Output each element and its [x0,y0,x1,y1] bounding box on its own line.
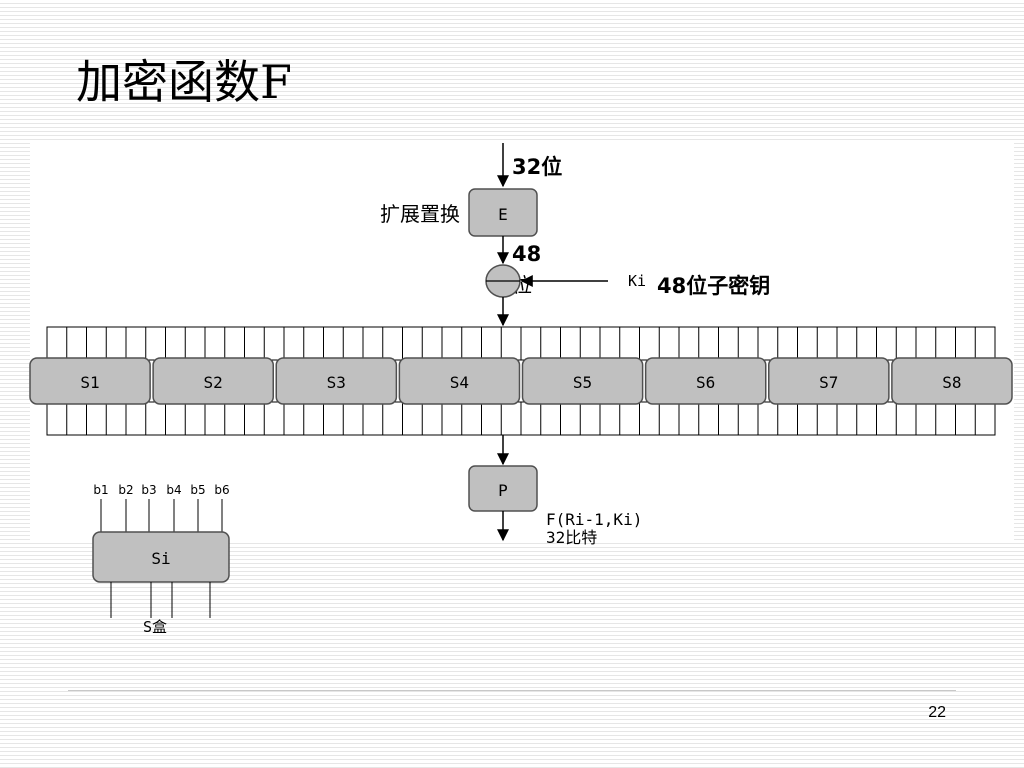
output-label-1: F(Ri-1,Ki) [546,510,642,529]
sbox-label: S5 [573,373,592,392]
e-box-label: E [498,205,508,224]
sbox-rect [891,357,1013,405]
sbox-rect [644,357,767,405]
si-input-label: b2 [118,483,133,497]
si-input-label: b6 [214,483,229,497]
si-inputs: b1 b2 b3 b4 b5 b6 [93,483,230,532]
si-input-label: b1 [93,483,108,497]
sbox-rect [275,357,398,405]
sbox-label: S3 [327,373,346,392]
sbox-rect [521,357,644,405]
si-box [92,531,230,583]
sbox-label: S1 [80,373,99,392]
expansion-label: 扩展置换 [380,202,460,226]
sbox-rect [398,357,521,405]
sbox-label: S2 [204,373,223,392]
sbox-4: S4 [398,357,521,405]
page-number: 22 [928,704,946,721]
sbox-6: S6 [644,357,767,405]
sbox-5: S5 [521,357,644,405]
si-input-label: b5 [190,483,205,497]
si-input-label: b4 [166,483,181,497]
output-label-2: 32比特 [546,528,597,547]
si-outputs [110,582,211,618]
sbox-rect [29,357,151,405]
sbox-label: S8 [942,373,961,392]
sbox-3: S3 [275,357,398,405]
sbox-7: S7 [768,357,890,405]
sbox-label: S6 [696,373,715,392]
key-label: Ki [628,272,646,290]
p-box-label: P [498,481,508,500]
si-caption: S盒 [143,618,167,636]
sbox-rect [768,357,890,405]
sbox-label: S4 [450,373,469,392]
sbox-label: S7 [819,373,838,392]
sbox-input-bits [46,326,996,361]
input-label: 32位 [512,155,562,179]
si-input-label: b3 [141,483,156,497]
key-desc: 48位子密钥 [657,274,770,298]
sbox-2: S2 [152,357,274,405]
sbox-1: S1 [29,357,151,405]
footer-divider [68,690,956,691]
slide-title: 加密函数F [76,55,292,109]
sbox-rect [152,357,274,405]
si-box-label: Si [151,549,170,568]
sbox-row: S1 S2 S3 S4 S5 S6 S7 S8 [29,357,1013,405]
after-e-label: 48 [512,242,541,266]
sbox-8: S8 [891,357,1013,405]
sbox-output-bits [46,401,996,436]
